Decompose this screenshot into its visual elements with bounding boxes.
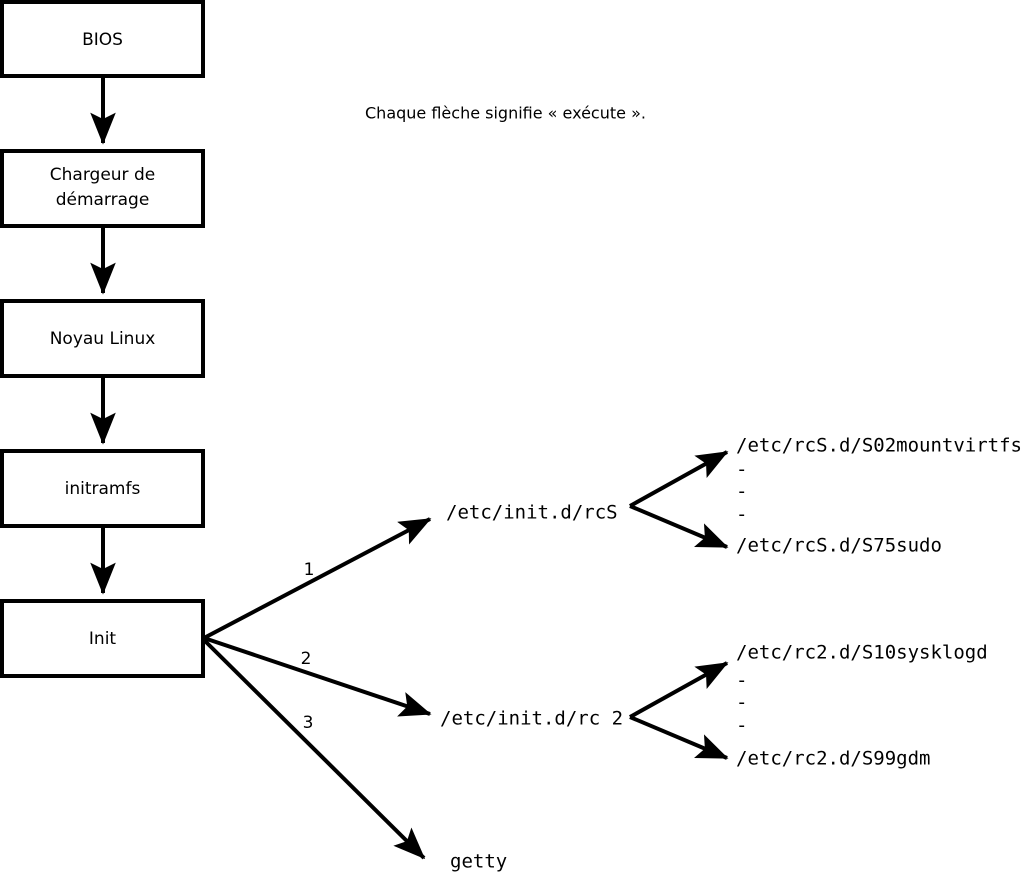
branch-number-2: 2: [301, 649, 312, 669]
box-initramfs: initramfs: [0, 449, 205, 528]
box-kernel-label: Noyau Linux: [50, 329, 156, 349]
label-rc2-first-script: /etc/rc2.d/S10sysklogd: [736, 642, 988, 664]
arrow-init-to-rcs: [203, 517, 432, 640]
rc2-ellipsis-dash-3: -: [736, 715, 747, 737]
rc2-ellipsis-dash-2: -: [736, 692, 747, 714]
label-getty: getty: [450, 851, 507, 873]
box-bios-label: BIOS: [82, 30, 123, 50]
label-init-d-rc2: /etc/init.d/rc 2: [440, 708, 623, 730]
rcs-ellipsis-dash-2: -: [736, 481, 747, 503]
box-init-label: Init: [89, 629, 117, 649]
diagram-caption: Chaque flèche signifie « exécute ».: [365, 104, 646, 123]
rcs-ellipsis-dash-1: -: [736, 459, 747, 481]
arrow-init-to-getty: [202, 638, 426, 860]
box-bios: BIOS: [0, 0, 205, 78]
box-kernel: Noyau Linux: [0, 299, 205, 378]
arrow-rc2-to-last-script: [629, 715, 729, 760]
box-bootloader-label-line2: démarrage: [56, 190, 150, 210]
box-initramfs-label: initramfs: [65, 479, 141, 499]
label-rcs-first-script: /etc/rcS.d/S02mountvirtfs: [736, 435, 1022, 457]
arrow-rcs-to-last-script: [629, 504, 729, 549]
label-rc2-last-script: /etc/rc2.d/S99gdm: [736, 748, 930, 770]
box-init-rect: [0, 599, 205, 678]
arrow-rcs-to-first-script: [629, 450, 729, 508]
rc2-ellipsis-dash-1: -: [736, 670, 747, 692]
box-bootloader-label-line1: Chargeur de: [50, 165, 155, 185]
box-bootloader: Chargeur de démarrage: [0, 149, 205, 228]
box-bios-rect: [0, 0, 205, 78]
rcs-ellipsis-dash-3: -: [736, 504, 747, 526]
box-bootloader-rect: [0, 149, 205, 228]
label-rcs-last-script: /etc/rcS.d/S75sudo: [736, 535, 942, 557]
branch-number-1: 1: [304, 560, 315, 580]
arrow-rc2-to-first-script: [629, 661, 729, 719]
arrow-init-to-rc2: [203, 636, 432, 717]
box-init: Init: [0, 599, 205, 678]
label-init-d-rcs: /etc/init.d/rcS: [446, 502, 618, 524]
branch-number-3: 3: [303, 713, 314, 733]
